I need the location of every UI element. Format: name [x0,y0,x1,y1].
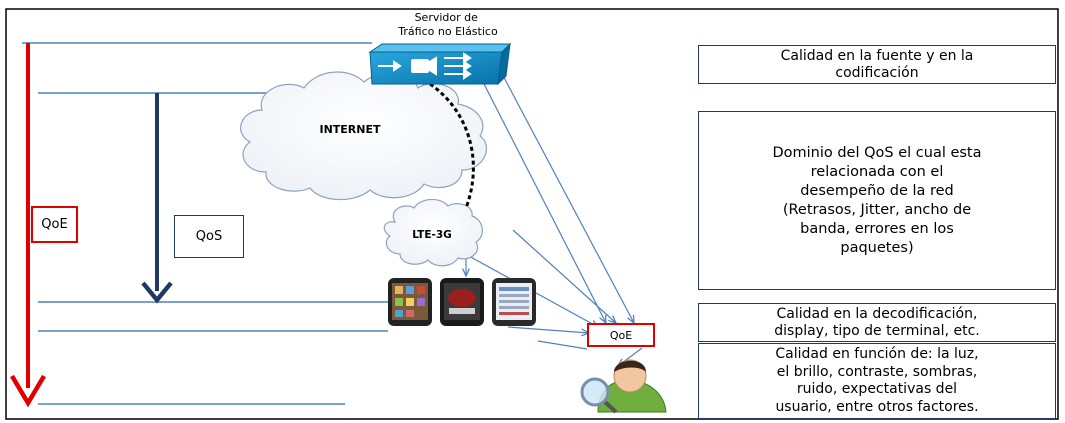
qoe-center-box: QoE [587,323,655,347]
level-lines [22,42,388,405]
decoding-quality-text: Calidad en la decodificación, display, t… [774,305,980,339]
decoding-quality-box: Calidad en la decodificación, display, t… [698,303,1056,342]
qoe-label-box: QoE [31,206,78,243]
user-icon [597,359,667,413]
qos-span-arrow [141,93,173,304]
video-server-icon [368,42,512,86]
server-lte-dashed-link [429,82,475,209]
qos-domain-text: Dominio del QoS el cual esta relacionada… [772,144,982,256]
source-quality-box: Calidad en la fuente y en la codificació… [698,45,1056,84]
lte-cloud-icon [383,198,483,267]
server-label-line-1: Servidor de [415,11,479,24]
qoe-left-label: QoE [41,217,68,232]
internet-label: INTERNET [319,123,381,136]
flow-line-left-to-qoe [537,340,588,350]
flow-line-server-to-qoe-2 [481,79,606,323]
qos-label: QoS [195,229,223,244]
server-label: Servidor de Tráfico no Elástico [397,11,498,38]
magnifier-icon [580,377,618,414]
qoe-center-label: QoE [609,328,633,342]
qoe-span-arrow [10,43,46,408]
lte-label: LTE-3G [412,229,452,241]
source-quality-text: Calidad en la fuente y en la codificació… [780,47,974,81]
flow-line-lte-side-to-qoe [512,229,616,323]
qos-domain-box: Dominio del QoS el cual esta relacionada… [698,111,1056,290]
flow-line-server-to-qoe [499,69,634,323]
perception-factors-box: Calidad en función de: la luz, el brillo… [698,343,1056,419]
smartphone-icon [388,278,536,326]
flow-line-phones-to-qoe [507,326,589,333]
perception-factors-text: Calidad en función de: la luz, el brillo… [775,346,979,415]
server-label-line-2: Tráfico no Elástico [397,25,498,38]
qos-label-box: QoS [174,215,244,258]
internet-cloud-icon [240,71,488,201]
outer-frame [5,8,1059,420]
